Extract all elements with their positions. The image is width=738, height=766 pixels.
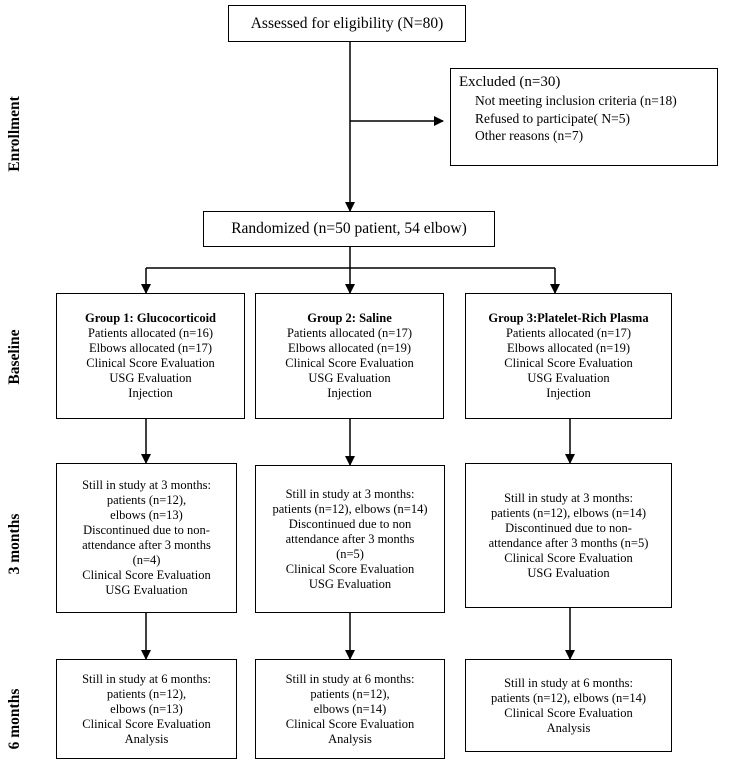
excluded-title: Excluded (n=30) [459, 74, 561, 90]
box-line: elbows (n=13) [110, 508, 183, 522]
box-line: Clinical Score Evaluation [82, 716, 211, 731]
three-months-group2-box: Still in study at 3 months: patients (n=… [255, 465, 445, 613]
box-line: attendance after 3 months [285, 531, 415, 546]
six-months-group1-box: Still in study at 6 months: patients (n=… [56, 659, 237, 759]
box-line: Discontinued due to non- [83, 523, 210, 537]
box-line: USG Evaluation [105, 583, 188, 597]
group-title: Group 2: Saline [307, 311, 392, 325]
box-line: Injection [327, 386, 372, 400]
excluded-item: Other reasons (n=7) [475, 128, 584, 143]
box-line: Clinical Score Evaluation [504, 705, 633, 720]
box-line: Clinical Score Evaluation [86, 356, 215, 370]
box-line: Discontinued due to non- [505, 520, 632, 535]
box-line: (n=5) [336, 546, 364, 561]
stage-label-6-months: 6 months [6, 688, 23, 750]
group-title: Group 1: Glucocorticoid [84, 311, 216, 325]
three-months-group3-box: Still in study at 3 months: patients (n=… [465, 463, 672, 608]
box-line: attendance after 3 months (n=5) [488, 535, 649, 550]
six-months-group3-box: Still in study at 6 months: patients (n=… [465, 659, 672, 752]
box-line: USG Evaluation [109, 371, 192, 385]
six-months-group2-box: Still in study at 6 months: patients (n=… [255, 659, 445, 759]
stage-label-baseline: Baseline [6, 329, 23, 385]
excluded-item: Not meeting inclusion criteria (n=18) [475, 93, 677, 108]
box-line: Still in study at 3 months: [285, 486, 415, 501]
box-line: patients (n=12), [106, 493, 187, 507]
stage-label-enrollment: Enrollment [6, 96, 23, 172]
baseline-group3-box: Group 3:Platelet-Rich Plasma Patients al… [465, 293, 672, 419]
box-line: (n=4) [132, 553, 161, 567]
box-line: patients (n=12), elbows (n=14) [490, 505, 647, 520]
randomized-text: Randomized (n=50 patient, 54 elbow) [231, 220, 467, 237]
box-line: Still in study at 3 months: [504, 490, 633, 505]
randomized-box: Randomized (n=50 patient, 54 elbow) [203, 211, 495, 247]
box-line: Patients allocated (n=17) [286, 326, 413, 340]
box-line: Still in study at 6 months: [82, 671, 211, 686]
box-line: USG Evaluation [308, 576, 392, 591]
box-line: Analysis [546, 720, 591, 735]
box-line: Analysis [124, 731, 169, 746]
box-line: Analysis [328, 731, 372, 746]
box-line: Still in study at 6 months: [285, 671, 415, 686]
box-line: Clinical Score Evaluation [504, 356, 633, 370]
box-line: attendance after 3 months [82, 538, 211, 552]
stage-label-3-months: 3 months [6, 513, 23, 575]
box-line: Clinical Score Evaluation [285, 716, 415, 731]
assessed-text: Assessed for eligibility (N=80) [250, 14, 444, 32]
box-line: Elbows allocated (n=19) [288, 341, 411, 355]
box-line: Still in study at 3 months: [82, 478, 211, 492]
box-line: Elbows allocated (n=19) [507, 341, 630, 355]
excluded-box: Excluded (n=30) Not meeting inclusion cr… [450, 68, 718, 166]
box-line: patients (n=12), elbows (n=14) [490, 690, 647, 705]
box-line: USG Evaluation [308, 371, 391, 385]
box-line: Patients allocated (n=17) [505, 326, 632, 340]
box-line: Clinical Score Evaluation [285, 561, 415, 576]
box-line: elbows (n=13) [110, 701, 183, 716]
box-line: Clinical Score Evaluation [285, 356, 414, 370]
excluded-item: Refused to participate( N=5) [475, 110, 630, 126]
group-title: Group 3:Platelet-Rich Plasma [488, 311, 649, 325]
box-line: elbows (n=14) [313, 701, 387, 716]
box-line: Injection [546, 386, 591, 400]
box-line: Clinical Score Evaluation [504, 550, 633, 565]
baseline-group1-box: Group 1: Glucocorticoid Patients allocat… [56, 293, 245, 419]
box-line: Patients allocated (n=16) [87, 326, 214, 340]
box-line: patients (n=12), elbows (n=14) [272, 501, 428, 516]
box-line: Injection [128, 386, 173, 400]
box-line: Elbows allocated (n=17) [89, 341, 212, 355]
box-line: USG Evaluation [527, 371, 610, 385]
box-line: Still in study at 6 months: [504, 675, 633, 690]
assessed-box: Assessed for eligibility (N=80) [228, 5, 466, 42]
baseline-group2-box: Group 2: Saline Patients allocated (n=17… [255, 293, 444, 419]
box-line: USG Evaluation [527, 565, 610, 580]
box-line: Clinical Score Evaluation [82, 568, 211, 582]
box-line: Discontinued due to non [288, 516, 412, 531]
box-line: patients (n=12), [106, 686, 187, 701]
three-months-group1-box: Still in study at 3 months: patients (n=… [56, 463, 237, 613]
box-line: patients (n=12), [310, 686, 390, 701]
